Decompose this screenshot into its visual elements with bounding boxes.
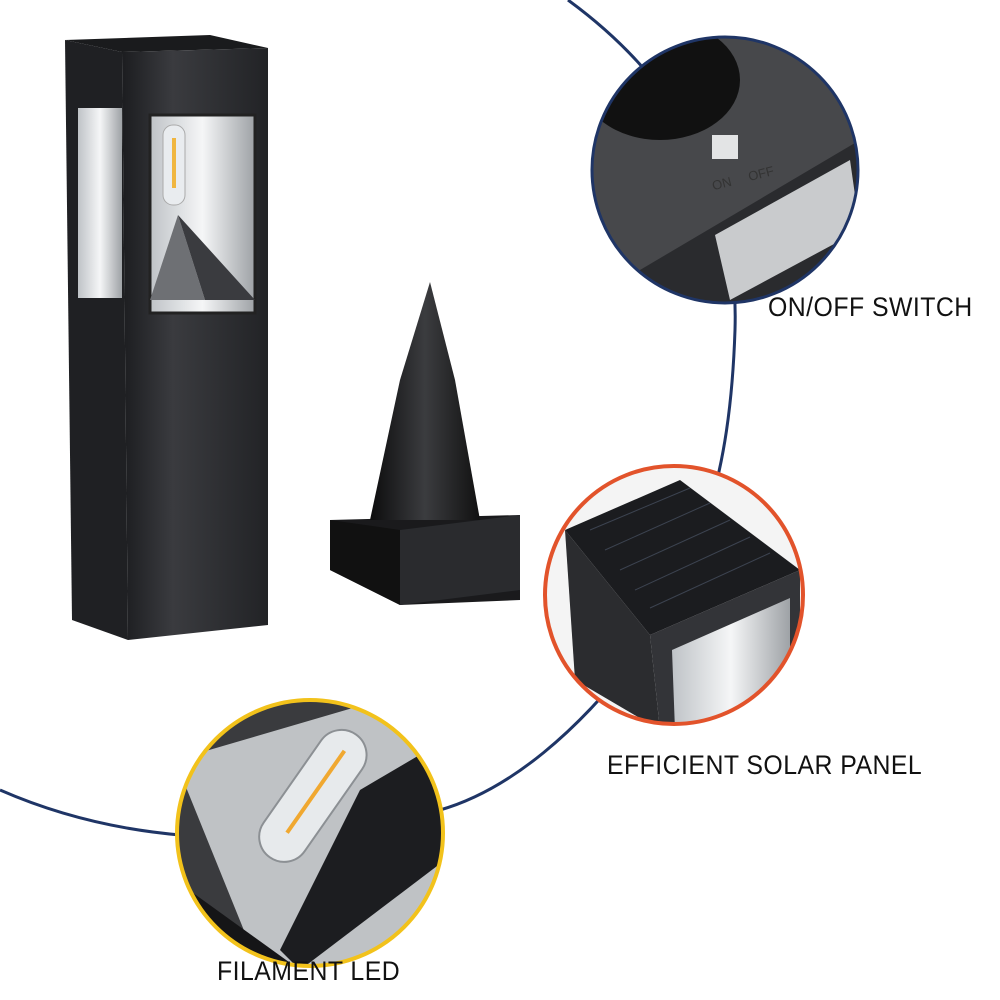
label-filament-led: FILAMENT LED (217, 956, 401, 986)
label-on-off-switch: ON/OFF SWITCH (768, 292, 973, 322)
solar-panel-detail (546, 467, 802, 723)
label-solar-panel: EFFICIENT SOLAR PANEL (607, 750, 923, 780)
ground-spike (330, 282, 520, 605)
lamp-post (65, 35, 268, 640)
filament-led-detail (178, 701, 442, 965)
switch-detail (593, 38, 857, 302)
